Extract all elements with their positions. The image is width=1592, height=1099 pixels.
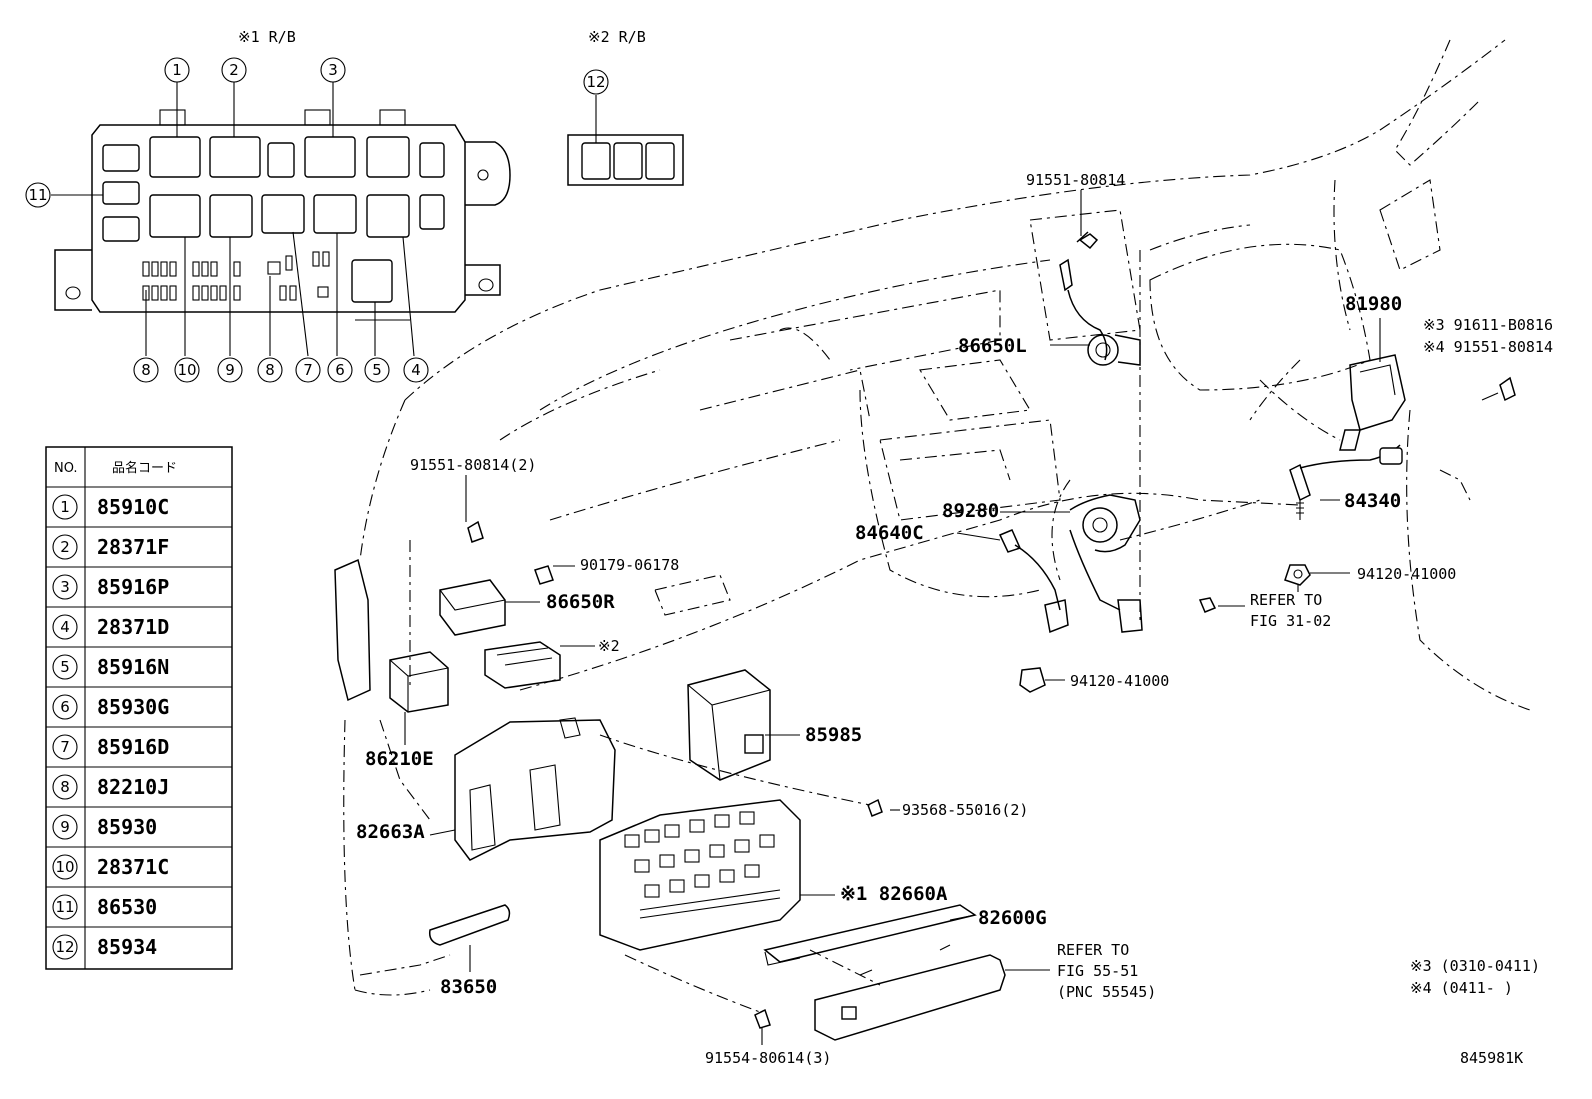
svg-text:85910C: 85910C: [97, 495, 169, 519]
label-refer-55-line1: REFER TO: [1057, 941, 1129, 959]
label-rb2-ref: ※2: [598, 637, 620, 655]
label-refer-31-line2: FIG 31-02: [1250, 612, 1331, 630]
svg-text:86530: 86530: [97, 895, 157, 919]
callout-12: 12: [586, 73, 605, 91]
svg-text:85916P: 85916P: [97, 575, 169, 599]
svg-text:12: 12: [55, 938, 74, 956]
svg-text:7: 7: [60, 738, 70, 756]
rb1-callouts: 1 2 3 11 8 10 9 8 7 6 5 4: [25, 57, 429, 383]
svg-text:1: 1: [60, 498, 70, 516]
svg-text:3: 3: [60, 578, 70, 596]
label-84340: 84340: [1344, 490, 1401, 512]
table-row: 6 85930G: [52, 694, 169, 720]
label-91551-2: 91551-80814(2): [410, 456, 536, 474]
callout-8b: 8: [265, 361, 275, 379]
label-refer-31-line1: REFER TO: [1250, 591, 1322, 609]
table-row: 1 85910C: [52, 494, 169, 520]
diagram-code: 845981K: [1460, 1049, 1523, 1067]
label-94120-centre: 94120-41000: [1070, 672, 1169, 690]
svg-text:6: 6: [60, 698, 70, 716]
leader-lines: [404, 190, 1381, 1045]
svg-text:85930G: 85930G: [97, 695, 169, 719]
svg-text:28371D: 28371D: [97, 615, 169, 639]
callout-7: 7: [303, 361, 313, 379]
label-91551-right: ※4 91551-80814: [1423, 338, 1553, 356]
svg-text:85916N: 85916N: [97, 655, 169, 679]
label-91551-top: 91551-80814: [1026, 171, 1125, 189]
table-row: 8 82210J: [52, 774, 169, 800]
label-86650R: 86650R: [546, 591, 615, 613]
label-90179: 90179-06178: [580, 556, 679, 574]
table-row: 10 28371C: [52, 854, 169, 880]
relay-block-1-drawing: ※1 R/B: [25, 28, 511, 383]
svg-text:28371C: 28371C: [97, 855, 169, 879]
label-93568: 93568-55016(2): [902, 801, 1028, 819]
callout-4: 4: [411, 361, 421, 379]
table-header-no: NO.: [54, 461, 78, 476]
svg-text:10: 10: [55, 858, 74, 876]
svg-text:8: 8: [60, 778, 70, 796]
label-84640C: 84640C: [855, 522, 924, 544]
label-82660A: ※1 82660A: [840, 883, 948, 905]
label-86650L: 86650L: [958, 335, 1027, 357]
label-89280: 89280: [942, 500, 999, 522]
callout-6: 6: [335, 361, 345, 379]
dashboard-outline: [343, 39, 1531, 996]
table-header-code: 品名コード: [112, 460, 177, 476]
label-83650: 83650: [440, 976, 497, 998]
svg-text:4: 4: [60, 618, 70, 636]
table-row: 5 85916N: [52, 654, 169, 680]
rb2-caption: ※2 R/B: [588, 28, 646, 46]
callout-1: 1: [172, 61, 182, 79]
table-row: 12 85934: [52, 934, 157, 960]
label-refer-55-line2: FIG 55-51: [1057, 962, 1138, 980]
label-91611: ※3 91611-B0816: [1423, 316, 1553, 334]
label-82600G: 82600G: [978, 907, 1047, 929]
relay-block-2-drawing: ※2 R/B 12: [567, 28, 684, 186]
label-82663A: 82663A: [356, 821, 425, 843]
callout-10: 10: [177, 361, 196, 379]
callout-9: 9: [225, 361, 235, 379]
parts-table: NO. 品名コード 1 85910C 2 28371F 3 85916P 4 2…: [45, 446, 233, 970]
rb1-caption: ※1 R/B: [238, 28, 296, 46]
table-row: 9 85930: [52, 814, 157, 840]
svg-text:11: 11: [55, 898, 74, 916]
label-refer-55-line3: (PNC 55545): [1057, 983, 1156, 1001]
table-row: 4 28371D: [52, 614, 169, 640]
components: [334, 231, 1516, 1041]
part-labels: 91551-80814 86650L 81980 ※3 91611-B0816 …: [356, 171, 1553, 1067]
callout-8a: 8: [141, 361, 151, 379]
label-86210E: 86210E: [365, 748, 434, 770]
svg-text:9: 9: [60, 818, 70, 836]
svg-text:5: 5: [60, 658, 70, 676]
svg-text:2: 2: [60, 538, 70, 556]
note-3: ※3 (0310-0411): [1410, 957, 1540, 975]
svg-text:85930: 85930: [97, 815, 157, 839]
callout-5: 5: [372, 361, 382, 379]
note-4: ※4 (0411- ): [1410, 979, 1513, 997]
table-row: 7 85916D: [52, 734, 169, 760]
svg-text:82210J: 82210J: [97, 775, 169, 799]
label-85985: 85985: [805, 724, 862, 746]
svg-text:85916D: 85916D: [97, 735, 169, 759]
table-row: 2 28371F: [52, 534, 169, 560]
callout-3: 3: [328, 61, 338, 79]
svg-text:85934: 85934: [97, 935, 157, 959]
table-row: 3 85916P: [52, 574, 169, 600]
label-91554: 91554-80614(3): [705, 1049, 831, 1067]
callout-11: 11: [28, 186, 47, 204]
callout-2: 2: [229, 61, 239, 79]
table-row: 11 86530: [52, 894, 157, 920]
svg-text:28371F: 28371F: [97, 535, 169, 559]
label-81980: 81980: [1345, 293, 1402, 315]
label-94120-right: 94120-41000: [1357, 565, 1456, 583]
